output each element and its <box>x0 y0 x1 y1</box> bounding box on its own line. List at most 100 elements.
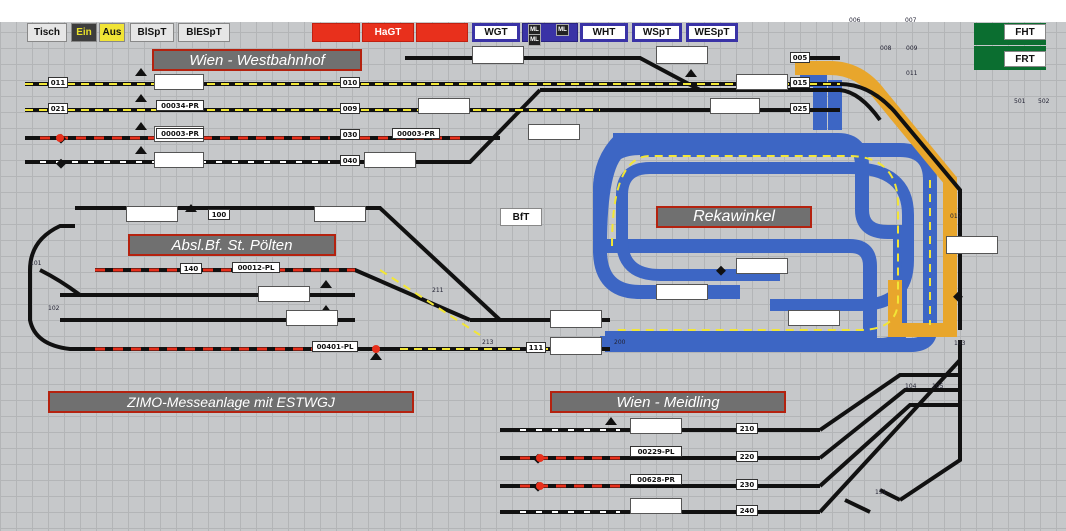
blspt-button[interactable]: BlSpT <box>130 23 174 42</box>
train-label-00003-pr-a[interactable]: 00003-PR <box>156 128 204 139</box>
station-title-westbahnhof[interactable]: Wien - Westbahnhof <box>152 49 362 71</box>
track-number-104: 104 <box>905 383 917 390</box>
track-number-501: 501 <box>1014 98 1026 105</box>
track-box-011[interactable] <box>154 74 204 90</box>
train-label-00003-pr-b[interactable]: 00003-PR <box>392 128 440 139</box>
track-number-025[interactable]: 025 <box>790 103 810 114</box>
track-box-213[interactable] <box>550 310 602 328</box>
red-signal-lamps <box>56 134 544 490</box>
blespt-button[interactable]: BlESpT <box>178 23 230 42</box>
track-number-140[interactable]: 140 <box>180 263 202 274</box>
wspt-button[interactable]: WSpT <box>632 23 682 42</box>
layout-title-messe: ZIMO-Messeanlage mit ESTWGJ <box>48 391 414 413</box>
track-number-017: 017 <box>950 213 962 220</box>
track-number-010[interactable]: 010 <box>340 77 360 88</box>
track-box-rek-3[interactable] <box>788 310 840 326</box>
ml-button-top-left[interactable]: ML <box>528 24 541 36</box>
train-label-00628-pr[interactable]: 00628-PR <box>630 474 682 485</box>
train-label-00034-pr[interactable]: 00034-PR <box>156 100 204 111</box>
bft-button[interactable]: BfT <box>500 208 542 226</box>
track-number-220[interactable]: 220 <box>736 451 758 462</box>
track-box-015[interactable] <box>472 46 524 64</box>
track-number-100[interactable]: 100 <box>208 209 230 220</box>
track-box-005a[interactable] <box>656 46 708 64</box>
track-box-240[interactable] <box>630 498 682 514</box>
track-number-210[interactable]: 210 <box>736 423 758 434</box>
track-number-200: 200 <box>614 339 626 346</box>
rekawinkel-route-dash <box>611 155 899 331</box>
track-number-009[interactable]: 009 <box>340 103 360 114</box>
track-box-040b[interactable] <box>364 152 416 168</box>
track-number-006: 006 <box>849 17 861 24</box>
track-box-030b[interactable] <box>258 286 310 302</box>
track-number-240[interactable]: 240 <box>736 505 758 516</box>
track-number-007: 007 <box>905 17 917 24</box>
train-label-00401-pl[interactable]: 00401-PL <box>312 341 358 352</box>
track-box-210[interactable] <box>630 418 682 434</box>
hagt-button[interactable]: HaGT <box>362 23 414 42</box>
ml-button-bottom[interactable]: ML <box>528 34 541 46</box>
track-box-111[interactable] <box>550 337 602 355</box>
train-label-00012-pl[interactable]: 00012-PL <box>232 262 280 273</box>
meidling-tracks <box>500 340 962 514</box>
top-strip <box>0 0 1066 22</box>
red-block-button-2[interactable] <box>416 23 468 42</box>
station-title-st-poelten[interactable]: Absl.Bf. St. Pölten <box>128 234 336 256</box>
track-box-100a[interactable] <box>126 206 178 222</box>
frt-button[interactable]: FRT <box>1004 51 1046 67</box>
track-number-103: 103 <box>954 340 966 347</box>
aus-button[interactable]: Aus <box>99 23 125 42</box>
track-box-009b[interactable] <box>418 98 470 114</box>
track-box-015b[interactable] <box>736 74 788 90</box>
track-number-015[interactable]: 015 <box>790 77 810 88</box>
track-number-102: 102 <box>48 305 60 312</box>
rekawinkel-lower-left <box>593 186 740 299</box>
track-box-040[interactable] <box>154 152 204 168</box>
track-box-010[interactable] <box>528 124 580 140</box>
track-number-101: 101 <box>30 260 42 267</box>
fht-button[interactable]: FHT <box>1004 24 1046 40</box>
track-number-502: 502 <box>1038 98 1050 105</box>
track-number-008: 008 <box>880 45 892 52</box>
st-poelten-tracks <box>28 206 610 351</box>
red-block-button-1[interactable] <box>312 23 360 42</box>
track-box-100b[interactable] <box>314 206 366 222</box>
signal-markers <box>135 68 697 425</box>
train-label-00229-pl[interactable]: 00229-PL <box>630 446 682 457</box>
track-number-011b: 011 <box>906 70 918 77</box>
track-number-011[interactable]: 011 <box>48 77 68 88</box>
track-box-017[interactable] <box>946 236 998 254</box>
track-box-rek-1[interactable] <box>736 258 788 274</box>
orange-route <box>795 61 957 337</box>
rekawinkel-inner-lower <box>616 195 780 281</box>
wht-button[interactable]: WHT <box>580 23 628 42</box>
track-number-111[interactable]: 111 <box>526 342 546 353</box>
station-title-rekawinkel[interactable]: Rekawinkel <box>656 206 812 228</box>
track-number-211: 211 <box>432 287 444 294</box>
track-number-005[interactable]: 005 <box>790 52 810 63</box>
st-poelten-route-dashes <box>379 269 560 350</box>
meidling-occupied-dashes <box>520 456 620 488</box>
track-number-040[interactable]: 040 <box>340 155 360 166</box>
rekawinkel-corner <box>593 135 626 191</box>
track-box-077[interactable] <box>286 310 338 326</box>
track-number-009b: 009 <box>906 45 918 52</box>
ein-button[interactable]: Ein <box>71 23 97 42</box>
track-number-105: 105 <box>932 383 944 390</box>
track-number-151: 151 <box>875 489 887 496</box>
track-box-rek-2[interactable] <box>656 284 708 300</box>
wgt-button[interactable]: WGT <box>472 23 520 42</box>
st-poelten-occupied-dashes <box>95 268 355 351</box>
station-title-meidling[interactable]: Wien - Meidling <box>550 391 786 413</box>
wespt-button[interactable]: WESpT <box>686 23 738 42</box>
track-number-213: 213 <box>482 339 494 346</box>
tisch-button[interactable]: Tisch <box>27 23 67 42</box>
track-number-030[interactable]: 030 <box>340 129 360 140</box>
track-number-230[interactable]: 230 <box>736 479 758 490</box>
westbahnhof-route-dashes <box>25 83 840 111</box>
ml-button-top-right[interactable]: ML <box>556 24 569 36</box>
track-box-025[interactable] <box>710 98 760 114</box>
meidling-white-dashes <box>520 429 620 513</box>
track-number-021[interactable]: 021 <box>48 103 68 114</box>
